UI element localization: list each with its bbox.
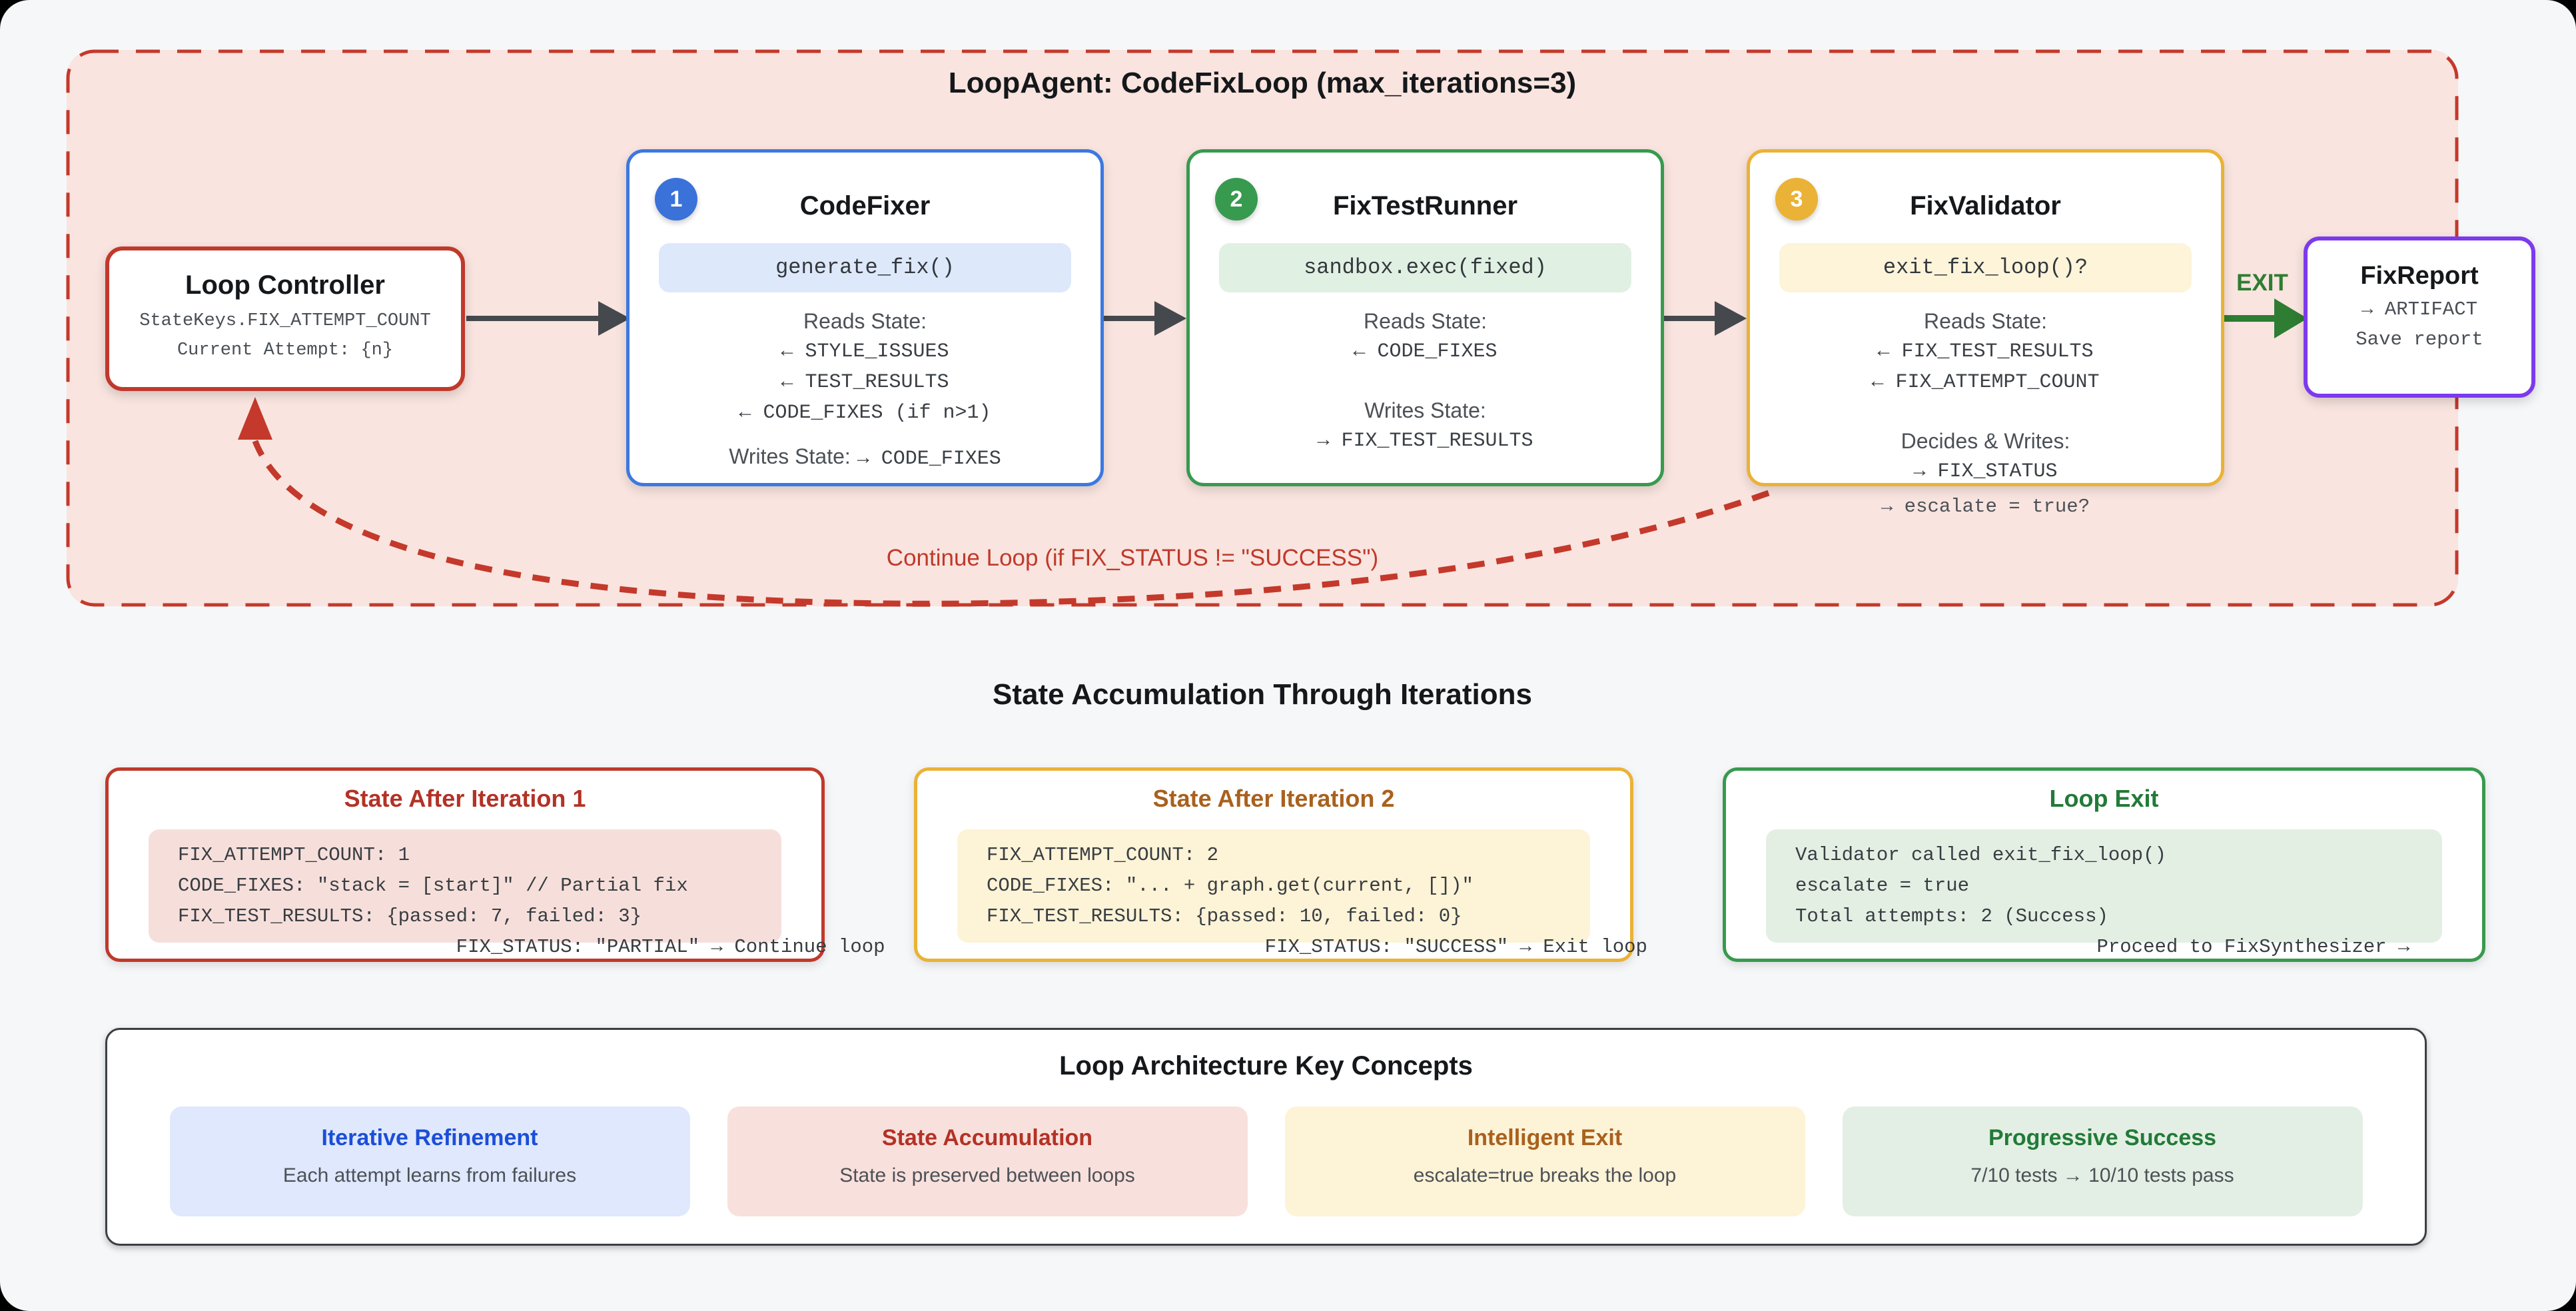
concept-desc: escalate=true breaks the loop	[1413, 1164, 1677, 1186]
loop-title: LoopAgent: CodeFixLoop (max_iterations=3…	[948, 67, 1577, 99]
writes-key: → CODE_FIXES	[857, 448, 1001, 470]
concept-title: Intelligent Exit	[1467, 1125, 1623, 1150]
reads-key: ← FIX_TEST_RESULTS	[1877, 340, 2094, 363]
continue-loop-label: Continue Loop (if FIX_STATUS != "SUCCESS…	[886, 545, 1379, 571]
agent-fixtestrunner-box: 2 FixTestRunner sandbox.exec(fixed) Read…	[1186, 149, 1664, 486]
exit-label: EXIT	[2236, 270, 2288, 296]
writes-state-line: Writes State: → CODE_FIXES	[630, 440, 1100, 475]
state-box-loop-exit: Loop Exit Validator called exit_fix_loop…	[1723, 767, 2485, 962]
state-box-iteration-2: State After Iteration 2 FIX_ATTEMPT_COUN…	[914, 767, 1647, 962]
reads-key: ← CODE_FIXES (if n>1)	[739, 402, 991, 424]
agent-fixtestrunner-method: sandbox.exec(fixed)	[1219, 243, 1631, 292]
concept-title: Iterative Refinement	[321, 1125, 538, 1150]
step-badge-2: 2	[1215, 178, 1258, 220]
loop-controller-title: Loop Controller	[185, 270, 385, 300]
writes-state-label: Writes State:	[1364, 398, 1486, 422]
concept-desc: State is preserved between loops	[839, 1164, 1135, 1186]
concept-card-progressive-success: Progressive Success 7/10 tests → 10/10 t…	[1842, 1106, 2363, 1216]
reads-key: ← FIX_ATTEMPT_COUNT	[1871, 371, 2100, 394]
concept-desc: 7/10 tests → 10/10 tests pass	[1970, 1164, 2234, 1186]
step-badge-3: 3	[1775, 178, 1818, 220]
escalate-overflow-line: → escalate = true?	[1881, 496, 2090, 518]
state-section-heading: State Accumulation Through Iterations	[993, 678, 1532, 711]
loop-controller-attempt: Current Attempt: {n}	[177, 340, 394, 360]
reads-key: ← TEST_RESULTS	[781, 371, 949, 394]
state-code-block: Validator called exit_fix_loop() escalat…	[1766, 829, 2442, 958]
agent-codefixer-method: generate_fix()	[659, 243, 1071, 292]
reads-key: ← STYLE_ISSUES	[781, 340, 949, 363]
state-box-title: State After Iteration 1	[344, 785, 586, 812]
concept-title: State Accumulation	[881, 1125, 1093, 1150]
concept-cards-row: Iterative Refinement Each attempt learns…	[107, 1106, 2425, 1216]
state-code: FIX_ATTEMPT_COUNT: 2 CODE_FIXES: "... + …	[987, 844, 1647, 958]
reads-state-label: Reads State:	[1924, 309, 2047, 333]
reads-state-label: Reads State:	[1364, 309, 1487, 333]
concept-card-state-accumulation: State Accumulation State is preserved be…	[727, 1106, 1248, 1216]
writes-key: → FIX_TEST_RESULTS	[1317, 430, 1533, 452]
fixreport-box: FixReport → ARTIFACT Save report	[2304, 236, 2535, 398]
agent-fixtestrunner-title: FixTestRunner	[1332, 191, 1518, 220]
state-box-iteration-1: State After Iteration 1 FIX_ATTEMPT_COUN…	[105, 767, 885, 962]
fixreport-save: Save report	[2356, 328, 2483, 350]
reads-state-label: Reads State:	[803, 309, 927, 333]
loop-controller-box: Loop Controller StateKeys.FIX_ATTEMPT_CO…	[105, 246, 465, 391]
fixreport-title: FixReport	[2360, 262, 2479, 290]
state-box-title: Loop Exit	[2049, 785, 2159, 812]
agent-codefixer-box: 1 CodeFixer generate_fix() Reads State: …	[626, 149, 1104, 486]
agent-fixvalidator-box: 3 FixValidator exit_fix_loop()? Reads St…	[1747, 149, 2224, 518]
state-code-block: FIX_ATTEMPT_COUNT: 2 CODE_FIXES: "... + …	[957, 829, 1647, 958]
agent-codefixer-title: CodeFixer	[799, 191, 931, 220]
loop-controller-statekey: StateKeys.FIX_ATTEMPT_COUNT	[139, 311, 431, 331]
step-badge-1: 1	[655, 178, 697, 220]
decides-writes-label: Decides & Writes:	[1901, 429, 2070, 453]
concept-card-iterative-refinement: Iterative Refinement Each attempt learns…	[169, 1106, 690, 1216]
writes-key: → FIX_STATUS	[1913, 460, 2058, 483]
writes-state-label: Writes State:	[729, 444, 851, 468]
concept-desc: Each attempt learns from failures	[282, 1164, 577, 1186]
key-concepts-heading: Loop Architecture Key Concepts	[1059, 1051, 1473, 1081]
fixreport-artifact: → ARTIFACT	[2361, 298, 2478, 320]
state-code: FIX_ATTEMPT_COUNT: 1 CODE_FIXES: "stack …	[178, 844, 885, 958]
concept-card-intelligent-exit: Intelligent Exit escalate=true breaks th…	[1284, 1106, 1805, 1216]
agent-fixvalidator-method: exit_fix_loop()?	[1779, 243, 2192, 292]
state-box-title: State After Iteration 2	[1152, 785, 1395, 812]
state-code-block: FIX_ATTEMPT_COUNT: 1 CODE_FIXES: "stack …	[149, 829, 885, 958]
concept-title: Progressive Success	[1988, 1125, 2217, 1150]
agent-fixvalidator-title: FixValidator	[1910, 191, 2061, 220]
reads-key: ← CODE_FIXES	[1353, 340, 1498, 363]
key-concepts-panel: Loop Architecture Key Concepts Iterative…	[105, 1028, 2427, 1246]
state-code: Validator called exit_fix_loop() escalat…	[1795, 844, 2410, 958]
